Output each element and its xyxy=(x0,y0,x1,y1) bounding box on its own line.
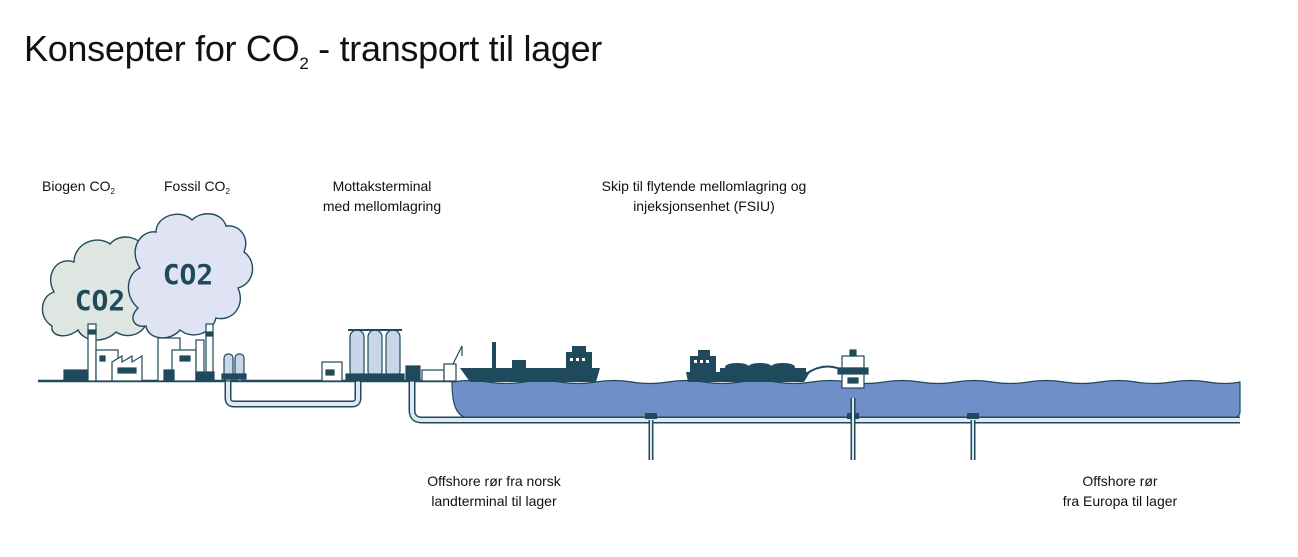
page-title: Konsepter for CO2 - transport til lager xyxy=(24,28,602,73)
receiving-terminal xyxy=(321,329,445,382)
loading-crane xyxy=(443,345,463,382)
sea xyxy=(451,379,1241,419)
label-biogen-co2: Biogen CO2 xyxy=(42,178,115,196)
fossil-co2-cloud: CO2 xyxy=(127,213,254,339)
small-tanks xyxy=(221,353,247,382)
injection-platform xyxy=(837,349,869,389)
tanker-ship-shore xyxy=(460,342,600,382)
well-3 xyxy=(967,413,979,460)
well-1 xyxy=(645,413,657,460)
biogen-cloud-text: CO2 xyxy=(75,284,126,317)
fossil-cloud-text: CO2 xyxy=(163,258,214,291)
fossil-plant xyxy=(157,323,215,382)
biogen-plant xyxy=(63,323,143,382)
label-fossil-co2: Fossil CO2 xyxy=(164,178,230,196)
fsiu-ship xyxy=(686,350,810,382)
well-2 xyxy=(847,398,859,460)
onshore-pipeline xyxy=(224,381,362,408)
